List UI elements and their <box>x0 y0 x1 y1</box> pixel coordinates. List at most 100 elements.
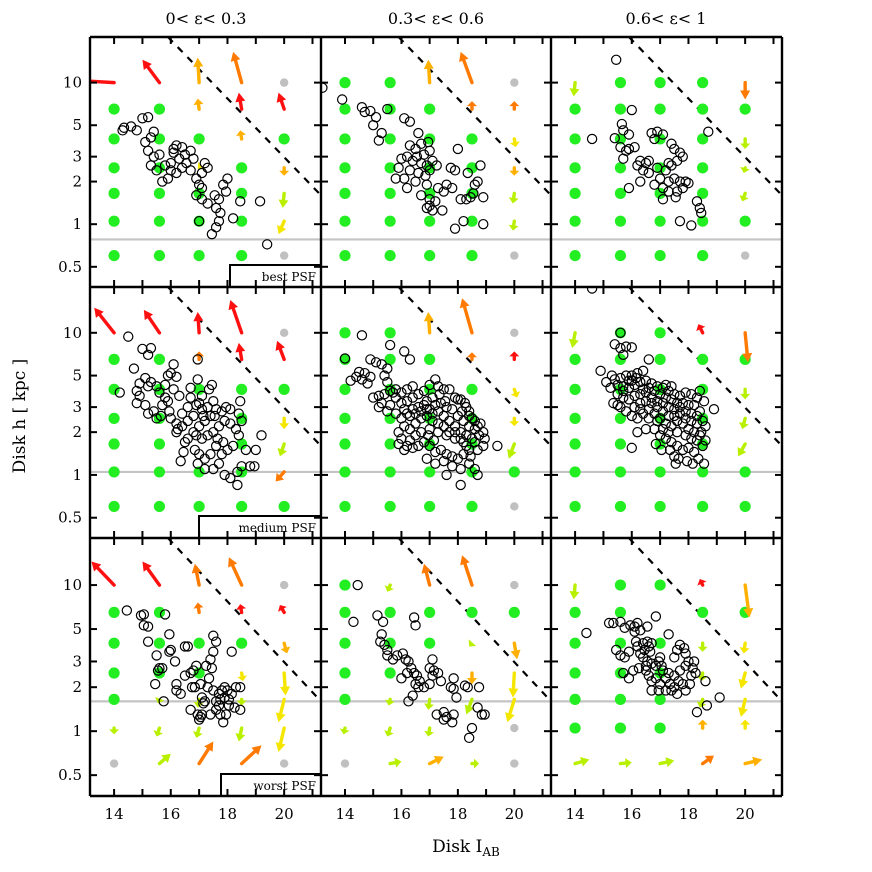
galaxy-point <box>449 426 461 438</box>
galaxy-point <box>627 665 639 676</box>
bias-arrow-icon <box>743 583 754 618</box>
grid-dot-recovered <box>236 500 248 513</box>
galaxy-point <box>653 685 664 696</box>
galaxy-point <box>413 440 424 452</box>
galaxy-point <box>179 436 191 448</box>
panel-1-2 <box>551 287 782 538</box>
galaxy-point <box>191 660 202 672</box>
galaxy-point <box>370 357 382 368</box>
galaxy-point <box>421 404 433 415</box>
y-tick-label: 1 <box>72 466 82 484</box>
galaxy-point <box>404 423 416 435</box>
bias-arrow-icon <box>509 416 520 427</box>
galaxy-point <box>410 176 421 187</box>
bias-arrow-icon <box>696 697 707 708</box>
galaxy-point <box>165 413 176 424</box>
bias-arrow-icon <box>275 726 286 753</box>
galaxy-point <box>637 365 649 377</box>
galaxy-point <box>154 662 165 674</box>
galaxy-points <box>117 111 273 250</box>
grid-dot-recovered <box>569 693 581 706</box>
completeness-limit-line <box>628 538 782 703</box>
y-tick-label: 2 <box>72 173 82 191</box>
grid-dot-recovered <box>697 162 709 174</box>
grid-dot-recovered <box>654 353 666 365</box>
galaxy-point <box>145 342 157 354</box>
frame-layer <box>88 35 784 798</box>
galaxy-point <box>195 711 206 723</box>
grid-dot-recovered <box>108 133 120 145</box>
grid-dot-recovered <box>424 606 436 619</box>
grid-dot-recovered <box>153 187 166 199</box>
grid-dot-recovered <box>236 412 248 424</box>
grid-dot-recovered <box>339 327 351 339</box>
galaxy-point <box>431 709 442 720</box>
galaxy-point <box>444 415 455 427</box>
bias-arrow-icon <box>697 641 708 652</box>
galaxy-point <box>413 127 424 139</box>
galaxy-point <box>657 182 669 194</box>
galaxy-point <box>479 433 490 444</box>
galaxy-point <box>208 630 219 641</box>
galaxy-point <box>218 436 229 448</box>
galaxy-point <box>610 54 622 65</box>
bias-arrow-icon <box>569 583 580 600</box>
grid-dot-recovered <box>108 103 120 115</box>
galaxy-point <box>240 444 252 456</box>
galaxy-point <box>650 611 662 622</box>
galaxy-point <box>165 644 176 656</box>
galaxy-point <box>188 153 199 164</box>
galaxy-point <box>233 430 245 441</box>
galaxy-point <box>396 153 407 164</box>
galaxy-point <box>677 678 688 690</box>
galaxy-point <box>410 408 421 419</box>
galaxy-point <box>165 165 176 176</box>
bias-arrow-icon <box>423 312 434 335</box>
grid-dot-untested <box>510 502 519 511</box>
galaxy-point <box>233 408 245 419</box>
galaxy-point <box>447 461 458 472</box>
grid-dot-recovered <box>654 215 666 227</box>
grid-dot-recovered <box>508 466 520 478</box>
grid-dot-recovered <box>278 383 290 395</box>
galaxy-point <box>441 401 452 413</box>
grid-dot-recovered <box>466 133 478 145</box>
galaxy-point <box>438 421 449 432</box>
galaxy-points <box>339 330 503 491</box>
galaxy-point <box>131 385 142 397</box>
grid-dot-recovered <box>614 606 627 619</box>
galaxy-point <box>694 406 706 417</box>
galaxy-point <box>424 678 435 690</box>
x-tick-label: 14 <box>335 805 354 823</box>
completeness-limit-line <box>397 538 551 703</box>
bias-arrow-icon <box>509 101 520 111</box>
bias-arrow-icon <box>384 583 394 592</box>
galaxy-point <box>437 205 448 216</box>
galaxy-point <box>399 404 410 415</box>
panel-0-2 <box>551 37 782 287</box>
y-axis-title: Disk h [ kpc ] <box>10 359 30 474</box>
bias-arrow-icon <box>423 59 434 85</box>
galaxy-point <box>458 215 469 227</box>
grid-dot-recovered <box>569 637 581 649</box>
galaxy-point <box>663 410 674 422</box>
galaxy-point <box>171 167 182 179</box>
galaxy-point <box>117 125 128 136</box>
galaxy-point <box>171 140 182 151</box>
grid-dot-recovered <box>654 466 666 478</box>
galaxy-point <box>142 145 154 156</box>
galaxy-point <box>427 205 438 216</box>
galaxy-point <box>154 387 165 398</box>
bias-arrow-icon <box>235 342 246 362</box>
bias-arrow-icon <box>738 697 748 718</box>
galaxy-point <box>690 667 701 679</box>
galaxy-point <box>441 711 452 723</box>
bias-arrow-icon <box>739 641 750 654</box>
bias-arrow-icon <box>424 726 434 737</box>
bias-arrow-icon <box>740 719 751 730</box>
galaxy-point <box>198 410 209 422</box>
galaxy-point <box>581 627 592 639</box>
bias-arrow-icon <box>421 563 432 587</box>
galaxy-point <box>191 173 202 184</box>
grid-dot-recovered <box>569 383 581 395</box>
